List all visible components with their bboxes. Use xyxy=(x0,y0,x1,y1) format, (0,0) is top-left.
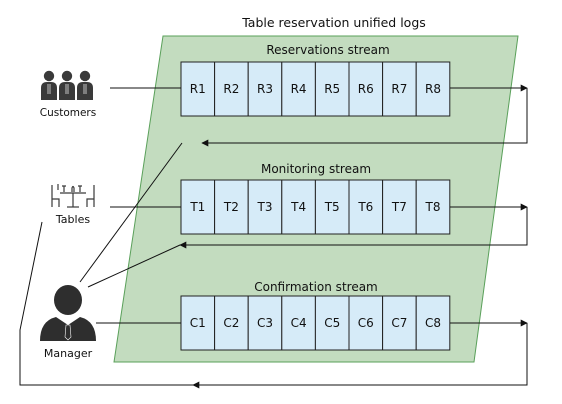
log-cell-label: C5 xyxy=(324,316,340,330)
tables-label: Tables xyxy=(55,213,90,226)
log-cell-label: C4 xyxy=(291,316,307,330)
log-cell-label: C6 xyxy=(358,316,374,330)
reservations-to-manager-line xyxy=(79,142,183,283)
log-cell xyxy=(348,179,384,235)
log-cell xyxy=(348,61,384,117)
log-cell-label: T4 xyxy=(290,200,306,214)
connectors xyxy=(19,84,528,389)
monitoring-return-arrow xyxy=(179,207,528,249)
stream-label-monitoring: Monitoring stream xyxy=(261,162,371,176)
log-cell-label: R3 xyxy=(257,82,273,96)
log-cell-label: R4 xyxy=(291,82,307,96)
log-cell xyxy=(415,295,451,351)
log-cell xyxy=(314,61,350,117)
log-cell xyxy=(382,295,417,351)
confirmation-return-arrow xyxy=(192,323,528,389)
log-cell-label: R1 xyxy=(190,82,206,96)
log-cell-label: T5 xyxy=(324,200,340,214)
stream-label-confirmation: Confirmation stream xyxy=(254,280,378,294)
log-cell-label: T2 xyxy=(223,200,239,214)
log-cell-label: T7 xyxy=(391,200,407,214)
log-cell-label: R6 xyxy=(358,82,374,96)
manager-icon xyxy=(40,285,96,341)
log-cell xyxy=(281,295,316,351)
log-cell xyxy=(415,179,451,235)
log-cell xyxy=(382,179,417,235)
log-cell xyxy=(415,61,451,117)
reservations-return-arrow xyxy=(201,88,528,147)
log-cell-label: C7 xyxy=(391,316,407,330)
customers-label: Customers xyxy=(40,107,96,119)
log-cell xyxy=(214,179,249,235)
log-cell xyxy=(247,61,283,117)
monitoring-stream: T1 T2 T3 T4 T5 T6 T7 T8 xyxy=(180,179,451,235)
log-cell xyxy=(214,295,249,351)
log-cell-label: T1 xyxy=(189,200,205,214)
log-cell-label: R2 xyxy=(223,82,239,96)
log-cell xyxy=(214,61,249,117)
log-cell xyxy=(382,61,417,117)
log-cell xyxy=(281,61,316,117)
confirmation-to-tables-line xyxy=(19,221,193,386)
log-cell-label: T3 xyxy=(257,200,273,214)
log-cell-label: C3 xyxy=(257,316,273,330)
log-cell xyxy=(180,295,216,351)
dining-table-icon xyxy=(51,184,95,208)
log-cell-label: C1 xyxy=(190,316,206,330)
log-cell-label: C8 xyxy=(425,316,441,330)
log-cell-label: T8 xyxy=(425,200,441,214)
diagram-title: Table reservation unified logs xyxy=(241,15,426,30)
log-cell xyxy=(348,295,384,351)
stream-label-reservations: Reservations stream xyxy=(266,43,389,57)
log-cell-label: R7 xyxy=(391,82,407,96)
log-cell-label: C2 xyxy=(223,316,239,330)
log-cell xyxy=(314,295,350,351)
manager-label: Manager xyxy=(44,347,93,360)
log-cell-label: R5 xyxy=(324,82,340,96)
log-cell-label: R8 xyxy=(425,82,441,96)
log-cell xyxy=(281,179,316,235)
reservations-stream: R1 R2 R3 R4 R5 R6 R7 R8 xyxy=(180,61,451,117)
monitoring-to-manager-line xyxy=(87,244,181,288)
log-cell-label: T6 xyxy=(357,200,373,214)
confirmation-stream: C1 C2 C3 C4 C5 C6 C7 C8 xyxy=(180,295,451,351)
customers-icon xyxy=(41,70,93,100)
